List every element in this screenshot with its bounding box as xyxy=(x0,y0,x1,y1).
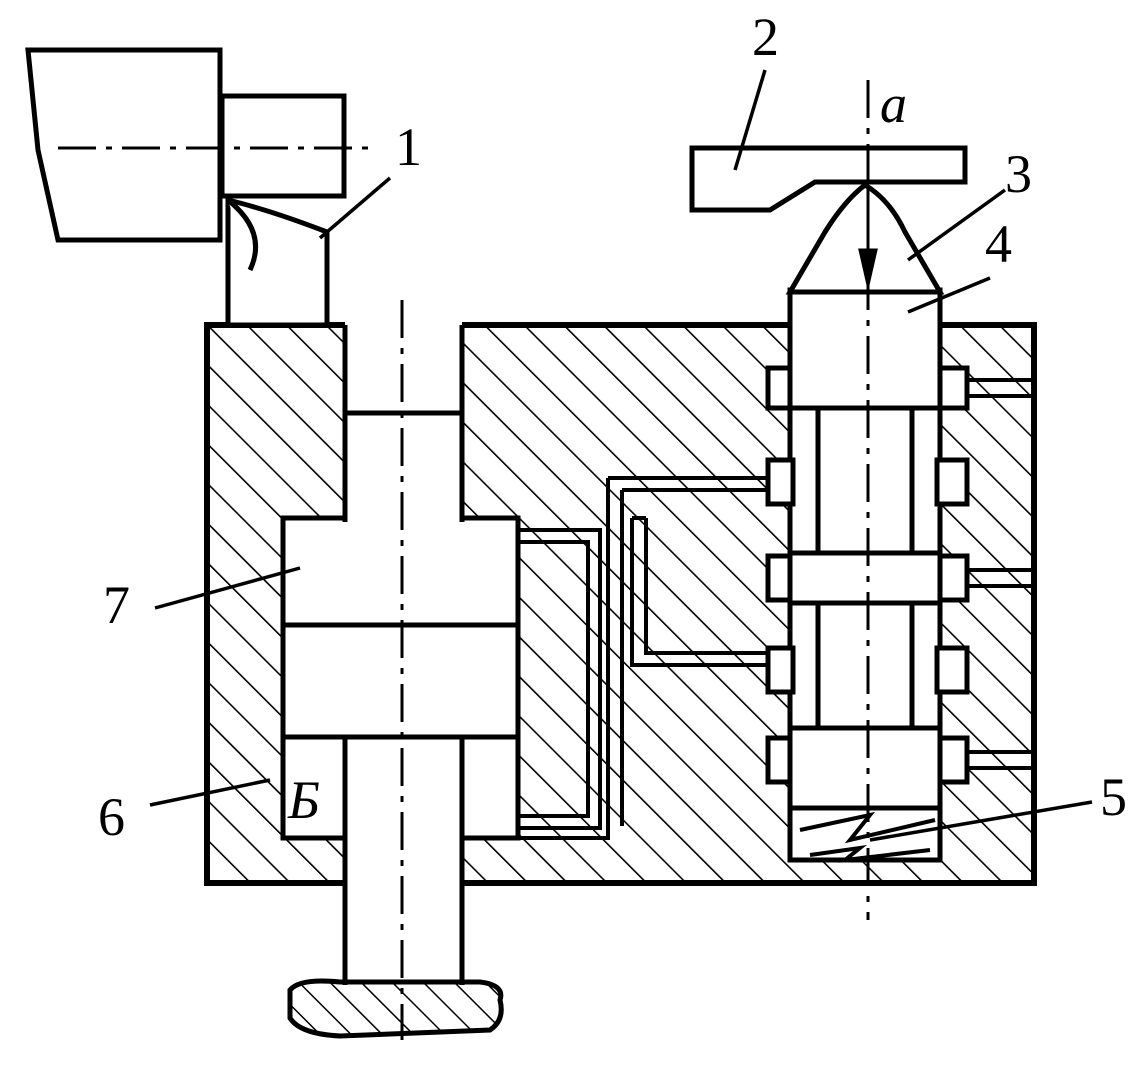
spring xyxy=(799,811,936,863)
label-4: 4 xyxy=(985,214,1012,274)
label-a: a xyxy=(880,74,907,134)
label-3: 3 xyxy=(1005,144,1032,204)
label-7: 7 xyxy=(103,575,130,635)
oil-channels xyxy=(518,476,770,840)
drain-lines xyxy=(967,378,1034,770)
label-6: 6 xyxy=(98,787,125,847)
cutting-tool xyxy=(25,47,347,328)
label-1: 1 xyxy=(395,117,422,177)
label-2: 2 xyxy=(752,7,779,67)
label-5: 5 xyxy=(1100,767,1127,827)
label-b: Б xyxy=(287,770,320,830)
template-copier xyxy=(689,145,968,213)
leader-lines xyxy=(149,69,1093,842)
support-base xyxy=(287,978,504,1039)
tracer-tip xyxy=(785,181,945,295)
motion-arrow xyxy=(858,185,878,286)
